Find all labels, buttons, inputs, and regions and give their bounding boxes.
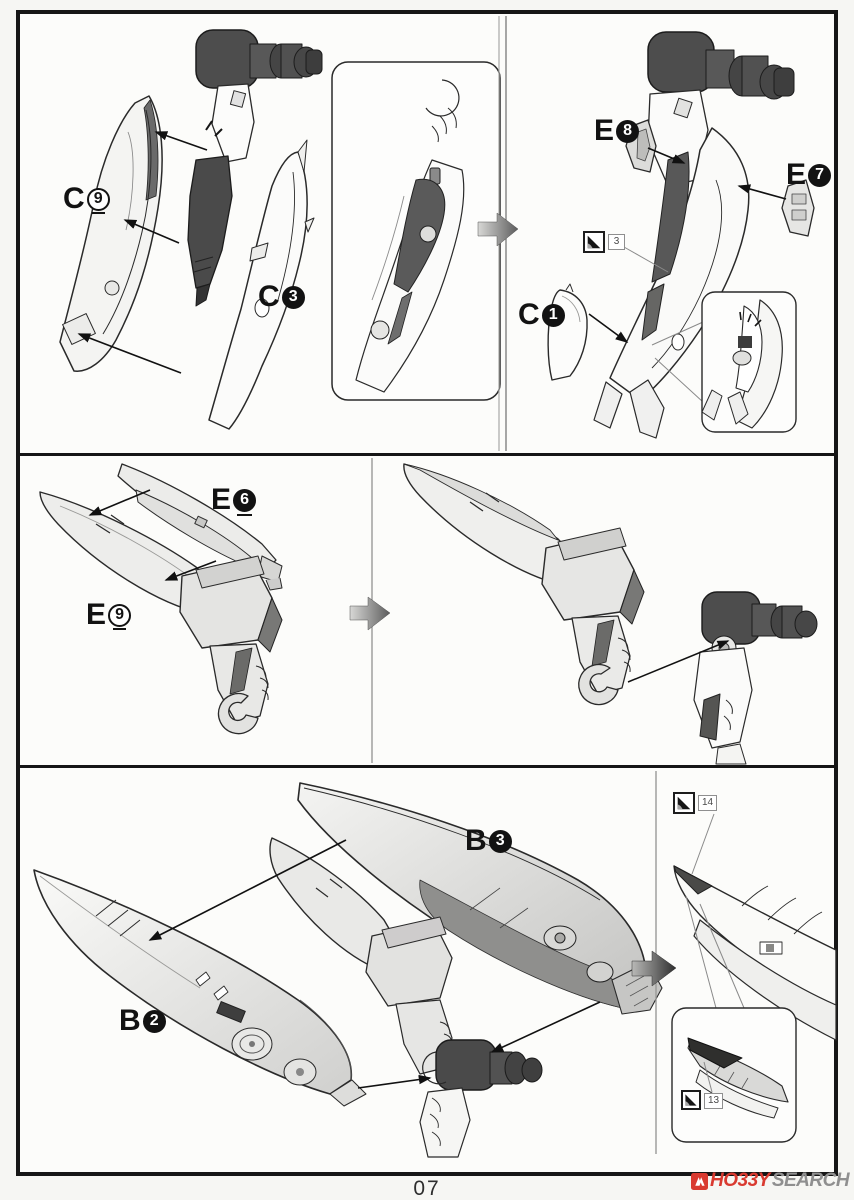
part-label-b3: B 3 bbox=[465, 826, 512, 856]
sticker-callout-13: 13 bbox=[681, 1090, 724, 1110]
part-number-circle: 7 bbox=[808, 163, 832, 187]
hobby-search-watermark: HO33Y SEARCH bbox=[691, 1170, 850, 1192]
part-label-c3: C 3 bbox=[258, 282, 305, 312]
part-letter: C bbox=[258, 280, 280, 313]
sticker-number: 14 bbox=[698, 795, 718, 811]
sticker-callout-14: 14 bbox=[673, 792, 718, 814]
part-letter: E bbox=[594, 114, 614, 147]
page-frame bbox=[16, 10, 838, 1176]
part-number-circle: 9 bbox=[86, 187, 110, 214]
part-letter: C bbox=[63, 182, 85, 215]
part-letter: E bbox=[211, 483, 231, 516]
part-letter: C bbox=[518, 298, 540, 331]
part-number-circle: 8 bbox=[616, 119, 640, 143]
panel-divider-2 bbox=[20, 765, 834, 768]
part-letter: B bbox=[119, 1004, 141, 1037]
sticker-callout-3: 3 bbox=[583, 231, 625, 253]
part-label-c1: C 1 bbox=[518, 300, 565, 330]
panel-divider-1 bbox=[20, 453, 834, 456]
foil-sticker-peel-icon bbox=[681, 1090, 701, 1110]
watermark-brand-gray: SEARCH bbox=[771, 1170, 850, 1191]
part-letter: B bbox=[465, 824, 487, 857]
part-number-circle: 3 bbox=[281, 285, 305, 309]
part-label-e9: E 9 bbox=[86, 598, 132, 631]
page-number: 07 bbox=[413, 1177, 441, 1200]
part-label-e7: E 7 bbox=[786, 158, 832, 191]
part-number-circle: 9 bbox=[108, 603, 132, 630]
part-label-b2: B 2 bbox=[119, 1006, 166, 1036]
part-label-e6: E 6 bbox=[211, 483, 257, 516]
part-number-circle: 6 bbox=[233, 488, 257, 516]
foil-sticker-peel-icon bbox=[673, 792, 695, 814]
sticker-number: 13 bbox=[704, 1093, 724, 1109]
part-label-e8: E 8 bbox=[594, 114, 640, 147]
part-label-c9: C 9 bbox=[63, 184, 110, 214]
hobby-search-logo-icon bbox=[691, 1172, 708, 1190]
sticker-number: 3 bbox=[608, 234, 625, 250]
part-number-circle: 3 bbox=[488, 829, 512, 853]
part-number-circle: 2 bbox=[142, 1009, 166, 1033]
part-letter: E bbox=[786, 158, 806, 191]
part-number-circle: 1 bbox=[541, 303, 565, 327]
watermark-brand-red: HO33Y bbox=[710, 1170, 770, 1191]
foil-sticker-peel-icon bbox=[583, 231, 605, 253]
part-letter: E bbox=[86, 598, 106, 631]
